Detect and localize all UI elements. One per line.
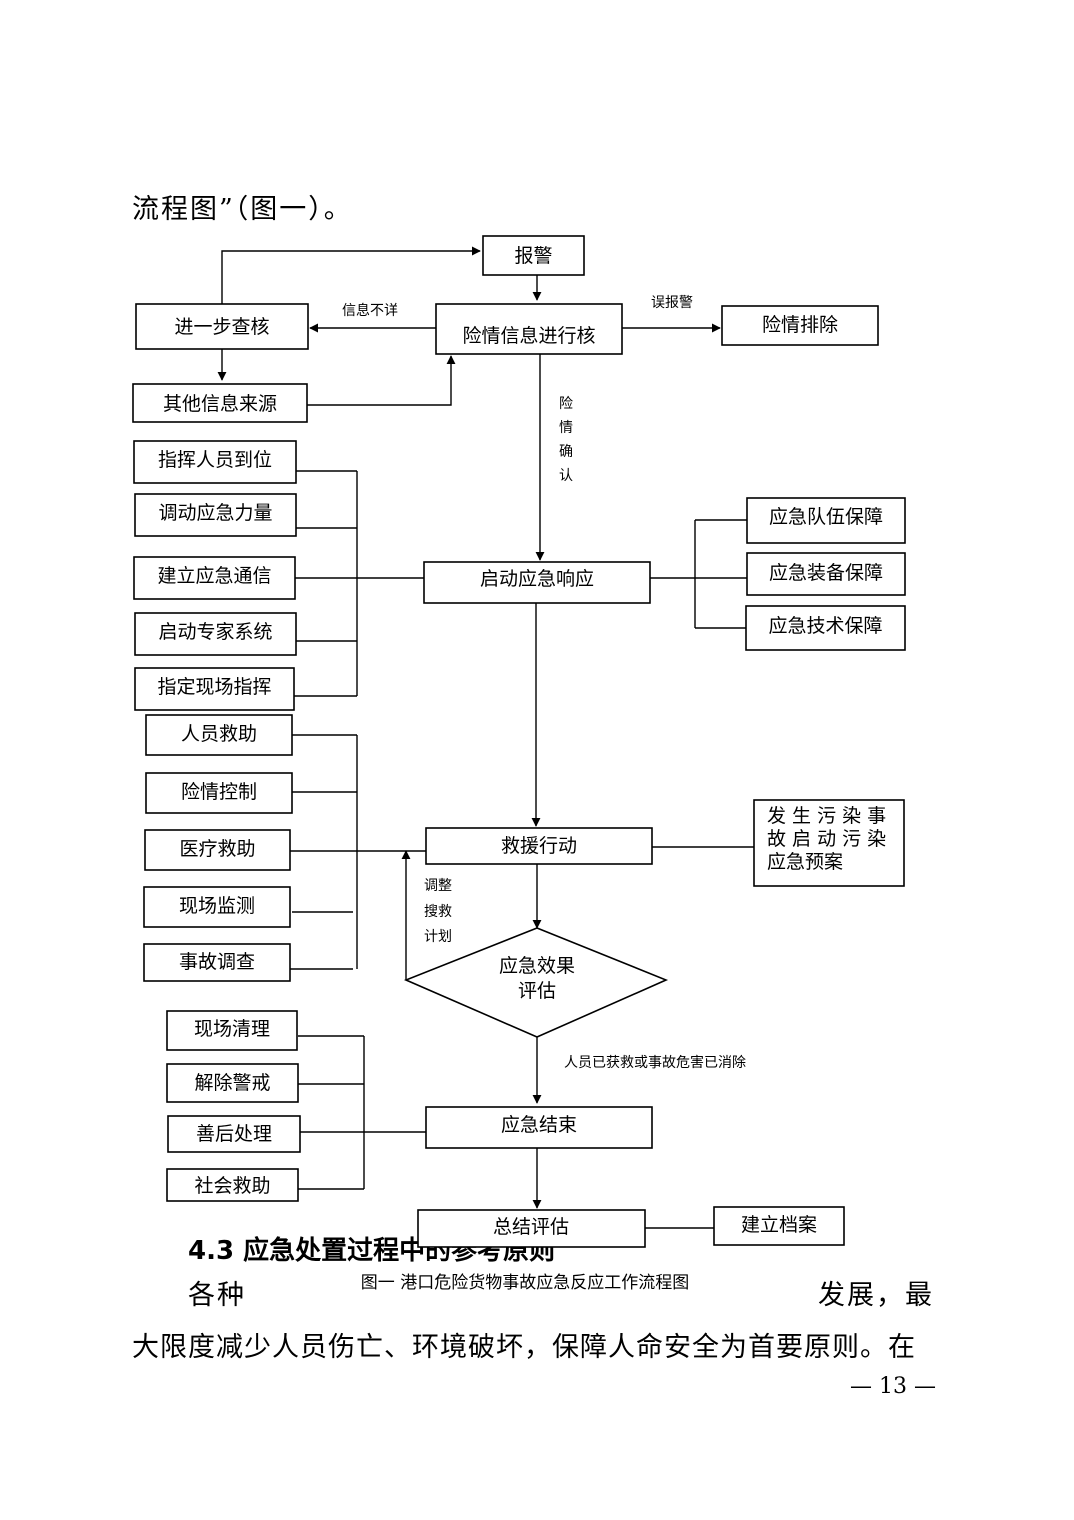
- summary-box: [417, 1209, 646, 1248]
- evaluate-label-line-1: 应急效果: [499, 955, 575, 977]
- end-label: 应急结束: [501, 1114, 577, 1136]
- support-item-label: 应急技术保障: [768, 615, 882, 637]
- alarm-box: [482, 235, 585, 276]
- evaluate-label-line-2: 评估: [518, 980, 556, 1002]
- edge-label-false-alarm: 误报警: [651, 295, 693, 311]
- aftermath-label: 善后处理: [196, 1123, 272, 1145]
- figure-caption: 图一 港口危险货物事故应急反应工作流程图: [361, 1273, 689, 1293]
- start-response-label: 启动应急响应: [480, 568, 594, 590]
- command-item-label: 指定现场指挥: [157, 676, 271, 698]
- support-group: 应急队伍保障 应急装备保障 应急技术保障: [745, 497, 906, 651]
- alarm-label: 报警: [514, 245, 552, 267]
- rescue-task-label: 医疗救助: [179, 838, 255, 860]
- command-item-label: 启动专家系统: [158, 621, 272, 643]
- command-box: [134, 667, 295, 711]
- pollution-plan-line-3: 应急预案: [767, 851, 843, 873]
- command-item-label: 指挥人员到位: [158, 449, 272, 471]
- paragraph-line-2: 大限度减少人员伤亡、环境破坏，保障人命安全为首要原则。在: [132, 1332, 916, 1363]
- command-item-label: 建立应急通信: [157, 565, 271, 587]
- evaluate-diamond: [403, 927, 669, 1038]
- further-check-label: 进一步查核: [174, 316, 269, 338]
- aftermath-label: 解除警戒: [194, 1072, 270, 1094]
- danger-clear-box: [721, 305, 879, 346]
- edge-label-info-unclear: 信息不详: [342, 302, 398, 319]
- command-box: [133, 556, 296, 600]
- rescue-task-label: 现场监测: [179, 895, 255, 917]
- edge-label-adjust: 调整: [424, 878, 452, 894]
- aftermath-label: 现场清理: [194, 1018, 270, 1040]
- end-group: 现场清理 解除警戒 善后处理 社会救助: [166, 1010, 301, 1202]
- end-box: [425, 1106, 653, 1149]
- danger-clear-label: 险情排除: [762, 314, 838, 336]
- other-sources-label: 其他信息来源: [163, 393, 277, 415]
- paragraph-end: 发展，最: [818, 1280, 934, 1311]
- edge-label-adjust: 计划: [424, 929, 452, 945]
- rescue-task-label: 人员救助: [181, 723, 257, 745]
- rescue-label: 救援行动: [501, 835, 577, 857]
- connector-lines: [217, 246, 754, 1229]
- rescue-task-box: [143, 886, 291, 928]
- support-item-label: 应急装备保障: [769, 562, 883, 584]
- intro-text-tail: 流程图”（图一）。: [132, 194, 353, 225]
- rescue-box: [425, 827, 653, 865]
- archive-label: 建立档案: [741, 1214, 817, 1236]
- support-box: [746, 552, 906, 596]
- edge-label-confirm: 险: [559, 396, 573, 412]
- summary-label: 总结评估: [493, 1216, 569, 1238]
- edge-label-confirm: 确: [559, 444, 573, 460]
- rescue-task-box: [145, 772, 293, 814]
- edge-label-confirm: 情: [559, 420, 573, 436]
- pollution-plan-line-1: 发 生 污 染 事: [767, 805, 886, 827]
- rescue-task-box: [143, 943, 291, 982]
- rescue-task-label: 事故调查: [179, 951, 255, 973]
- further-check-box: [135, 303, 309, 350]
- command-item-label: 调动应急力量: [158, 502, 272, 524]
- rescue-task-label: 险情控制: [181, 781, 257, 803]
- aftermath-box: [166, 1010, 298, 1051]
- edge-label-confirm: 认: [559, 468, 573, 484]
- page-number: — 13 —: [850, 1374, 936, 1399]
- other-sources-box: [132, 383, 308, 423]
- support-item-label: 应急队伍保障: [769, 506, 883, 528]
- edge-label-adjust: 搜救: [424, 904, 452, 920]
- paragraph-start: 各种: [188, 1280, 246, 1311]
- rescue-task-box: [145, 714, 293, 756]
- edge-label-done: 人员已获救或事故危害已消除: [564, 1055, 746, 1071]
- verify-box: [435, 303, 623, 355]
- command-box: [134, 612, 297, 656]
- support-box: [746, 497, 906, 544]
- rescue-group: 人员救助 险情控制 医疗救助 现场监测 事故调查: [143, 714, 293, 982]
- command-box: [134, 493, 297, 537]
- archive-box: [713, 1206, 845, 1246]
- pollution-plan-line-2: 故 启 动 污 染: [767, 828, 886, 850]
- start-response-box: [423, 561, 651, 604]
- aftermath-box: [166, 1168, 299, 1202]
- command-box: [133, 440, 297, 484]
- rescue-task-box: [144, 829, 291, 871]
- command-group: 指挥人员到位 调动应急力量 建立应急通信 启动专家系统 指定现场指挥: [133, 440, 297, 711]
- aftermath-box: [166, 1063, 299, 1103]
- support-box: [745, 605, 906, 651]
- aftermath-box: [167, 1115, 301, 1153]
- pollution-plan-box: [753, 799, 905, 887]
- verify-label: 险情信息进行核: [462, 325, 595, 347]
- aftermath-label: 社会救助: [194, 1175, 270, 1197]
